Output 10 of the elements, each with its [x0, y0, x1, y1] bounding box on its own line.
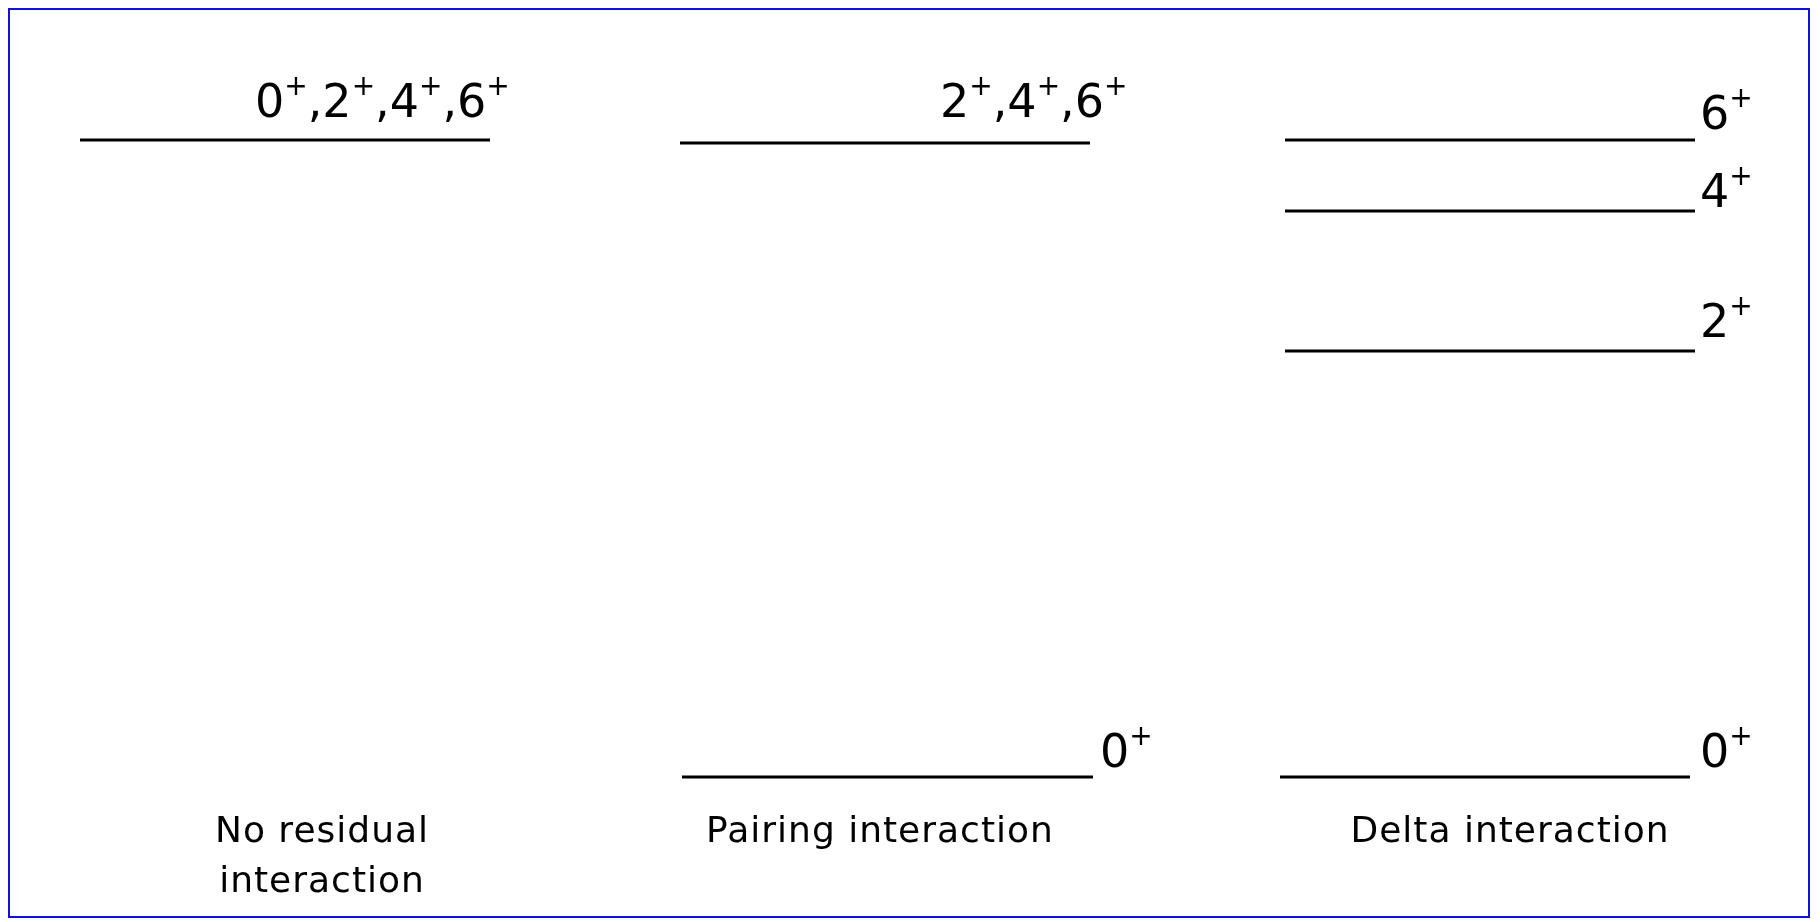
- interaction-caption: No residual interaction: [213, 808, 430, 902]
- spin-parity-label: 6$^{+}$: [1700, 90, 1753, 136]
- spin-parity-label: 0$^{+}$: [1100, 728, 1153, 774]
- interaction-caption: Pairing interaction: [705, 808, 1055, 852]
- spin-parity-label: 4$^{+}$: [1700, 168, 1753, 214]
- spin-parity-label: 2$^{+}$,4$^{+}$,6$^{+}$: [940, 78, 1128, 124]
- interaction-caption: Delta interaction: [1349, 808, 1671, 852]
- spin-parity-label: 0$^{+}$,2$^{+}$,4$^{+}$,6$^{+}$: [255, 78, 510, 124]
- spin-parity-label: 2$^{+}$: [1700, 298, 1753, 344]
- spin-parity-label: 0$^{+}$: [1700, 728, 1753, 774]
